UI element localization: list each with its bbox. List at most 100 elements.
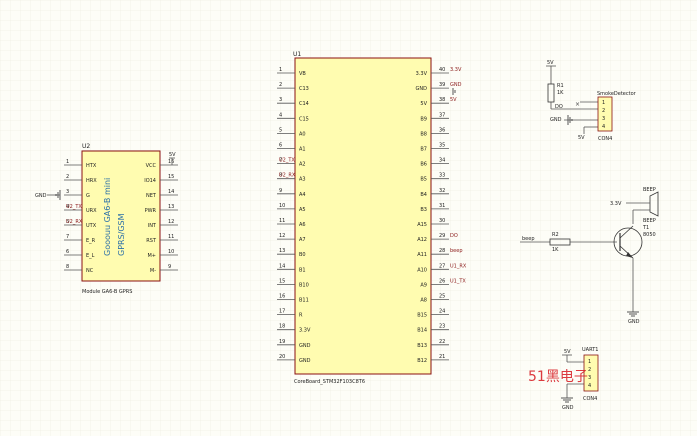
smoke-title: SmokeDetector [597,91,637,97]
u1-pin-name: C13 [299,86,309,92]
u1-pin-number: 16 [279,294,285,300]
u1-pin-name: C15 [299,116,309,122]
u1-pin-name: A15 [417,222,427,228]
u1-pin-number: 9 [279,188,282,194]
u1-pin-name: B8 [420,131,427,137]
u2-pin-name: URX [86,208,97,214]
u1-pin-number: 18 [279,324,285,330]
u1-pin-name: VB [299,71,306,77]
u2-pin-number: 9 [168,264,171,270]
u2-pin-name: NET [146,193,157,199]
u1-pin-name: B6 [420,162,427,168]
u1-pin-number: 10 [279,203,285,209]
u2-part-name: Module GA6-B GPRS [82,289,132,295]
buzzer-icon [649,191,659,217]
no-connect-mark: × [575,101,580,108]
u1-core-board[interactable]: U1 1VB2C133C144C155A06A17A2U2_TX8A3U2_RX… [277,51,467,385]
svg-text:4: 4 [602,124,605,130]
u1-pin-name: A7 [299,237,306,243]
r2-value: 1K [552,247,559,253]
u2-body [81,150,161,282]
u1-pin-number: 15 [279,278,285,284]
u2-net-label: U2_RX [66,219,83,225]
u1-pin-number: 13 [279,248,285,254]
u1-pin-name: B14 [417,328,427,334]
u1-pin-name: R [299,313,303,319]
u1-pin-number: 22 [439,339,445,345]
u1-pin-name: A0 [299,131,306,137]
u2-pin-number: 11 [168,234,174,240]
u1-pin-number: 25 [439,294,445,300]
u1-pin-name: GND [416,86,428,92]
u1-pin-name: 3.3V [299,328,311,334]
u1-pin-name: B9 [420,116,427,122]
svg-text:3: 3 [588,375,591,381]
u1-pin-number: 34 [439,158,445,164]
u2-pin-name: IO14 [144,178,156,184]
watermark-text: 51黑电子 [528,369,588,385]
u2-pin-number: 3 [66,189,69,195]
u1-pin-name: B0 [299,252,306,258]
u1-pin-number: 2 [279,82,282,88]
u2-net-label: U2_TX [66,204,82,210]
smoke-type: CON4 [598,136,612,142]
u1-pin-name: B7 [420,147,427,153]
u1-pin-name: B10 [299,282,309,288]
svg-text:2: 2 [602,108,605,114]
u1-pin-name: A4 [299,192,306,198]
uart-connector [583,354,599,392]
u1-pin-number: 28 [439,248,445,254]
u1-net-label: U1_TX [450,278,466,284]
u2-pin-number: 2 [66,174,69,180]
svg-text:4: 4 [588,383,591,389]
beep-circuit[interactable]: BEEP 3.3V beep R2 1K BEEP T1 8050 GND [520,187,659,325]
u2-body-text-1: Gooouu GA6-B mini [103,178,112,256]
u1-pin-number: 33 [439,173,445,179]
u1-pin-name: A12 [417,237,427,243]
t1-ref: T1 [642,225,649,231]
u1-pin-name: 5V [420,101,427,107]
u1-pin-name: C14 [299,101,309,107]
u1-pin-number: 8 [279,173,282,179]
uart-vcc-label: 5V [564,349,571,355]
u2-pin-name: HTX [86,163,97,169]
u2-pin-number: 6 [66,249,69,255]
u1-pin-name: B4 [420,192,427,198]
svg-text:3: 3 [602,116,605,122]
u1-pin-name: GND [299,358,311,364]
u1-net-label: GND [450,82,462,88]
u1-net-label: 3.3V [450,67,462,73]
u1-net-label: 5V [450,97,457,103]
u1-right-pins: 403.3V3.3V39GNDGND385V5V37B936B835B734B6… [416,67,467,364]
u2-pin-name: RST [146,238,157,244]
u1-body [294,57,432,375]
u1-pin-number: 17 [279,309,285,315]
u1-pin-number: 32 [439,188,445,194]
r2-ref: R2 [552,232,559,238]
smoke-connector [597,96,613,132]
u1-pin-number: 26 [439,278,445,284]
r1-ref: R1 [557,83,564,89]
u2-gprs-module[interactable]: U2 1HTX2HRX3G4URXU2_TX5UTXU2_RX7E_R6E_L8… [35,143,178,295]
u2-pin-name: UTX [86,223,97,229]
t1-label: BEEP [643,218,656,224]
u2-gnd-label: GND [35,193,47,199]
u1-pin-name: B3 [420,207,427,213]
u1-pin-name: 3.3V [416,71,428,77]
u1-pin-name: B1 [299,267,306,273]
u2-body-text-2: GPRS/GSM [117,213,126,256]
u1-pin-name: A2 [299,162,306,168]
u2-pin-number: 15 [168,174,174,180]
u1-pin-number: 3 [279,97,282,103]
u1-pin-number: 36 [439,127,445,133]
u1-net-label: beep [450,248,463,254]
beep-gnd-label: GND [628,319,640,325]
smoke-detector-block[interactable]: 5V R1 1K DO × GND 5V SmokeDetector 1 2 3… [546,60,637,142]
u1-pin-number: 6 [279,143,282,149]
u1-pin-name: A8 [420,298,427,304]
smoke-pin4-5v: 5V [578,135,585,141]
uart1-connector-block[interactable]: UART1 5V GND 1 2 3 4 CON4 51黑电子 [528,347,598,411]
uart-type: CON4 [583,396,597,402]
